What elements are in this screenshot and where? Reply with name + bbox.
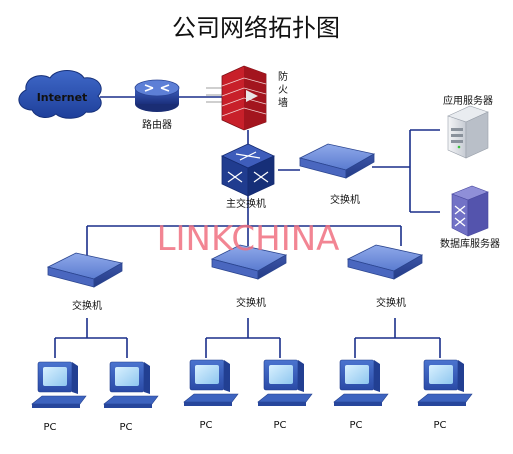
internet-label: Internet — [37, 91, 88, 104]
pc-label: PC — [349, 420, 362, 431]
firewall-label-3: 墙 — [278, 96, 288, 109]
watermark: LINKCHINA — [157, 219, 340, 259]
pc-label: PC — [433, 420, 446, 431]
core-switch-icon — [221, 143, 275, 197]
router-icon — [134, 79, 180, 112]
switch-right-label: 交换机 — [376, 296, 406, 309]
firewall-label-2: 火 — [278, 84, 288, 96]
app-server-label: 应用服务器 — [443, 94, 493, 107]
switch-top-label: 交换机 — [330, 193, 360, 206]
switch-left-icon — [47, 252, 123, 288]
switch-top-icon — [299, 143, 375, 179]
pc-label: PC — [273, 420, 286, 431]
diagram-title: 公司网络拓扑图 — [172, 14, 340, 42]
db-server-icon — [451, 185, 489, 237]
switch-right-icon — [347, 244, 423, 280]
pc-label: PC — [119, 422, 132, 433]
connection-lines — [54, 96, 441, 358]
core-switch-label: 主交换机 — [226, 197, 266, 210]
pc-icon — [183, 359, 239, 407]
firewall-label-1: 防 — [278, 70, 288, 83]
pc-icon — [103, 361, 159, 409]
switch-left-label: 交换机 — [72, 299, 102, 312]
pc-label: PC — [43, 422, 56, 433]
router-label: 路由器 — [142, 118, 172, 131]
pc-icon — [333, 359, 389, 407]
app-server-icon — [447, 105, 489, 159]
firewall-icon — [206, 65, 267, 131]
pc-icon — [31, 361, 87, 409]
pc-icon — [257, 359, 313, 407]
internet-cloud-icon: Internet — [18, 70, 102, 119]
switch-mid-label: 交换机 — [236, 296, 266, 309]
pc-icon — [417, 359, 473, 407]
db-server-label: 数据库服务器 — [440, 237, 500, 250]
pc-label: PC — [199, 420, 212, 431]
